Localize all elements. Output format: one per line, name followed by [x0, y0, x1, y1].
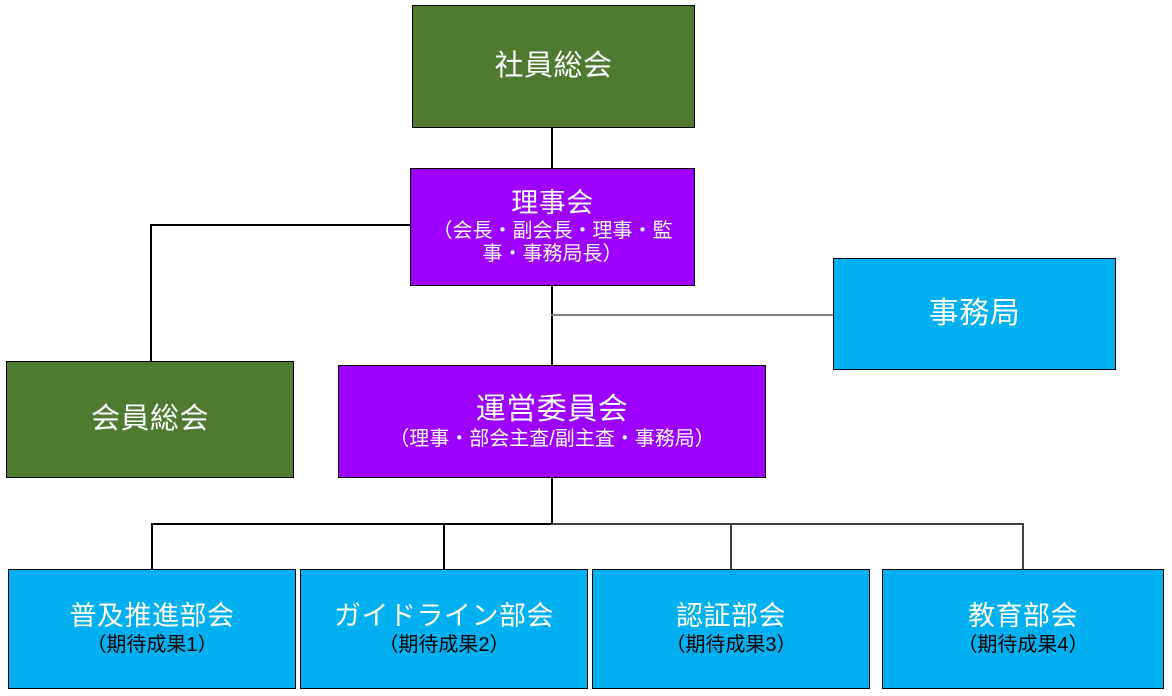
node-subtitle: （期待成果3） [665, 633, 797, 656]
node-kaiin-soukai[interactable]: 会員総会 [6, 361, 294, 478]
connector-bottom-bus-right [551, 523, 1024, 525]
connector-bottom-bus-left [151, 523, 551, 525]
node-shain-soukai[interactable]: 社員総会 [412, 5, 695, 128]
node-subtitle: （会長・副会長・理事・監事・事務局長） [432, 220, 673, 266]
node-subtitle: （期待成果2） [378, 633, 510, 656]
connector-rijikai-to-kaiinsoukai-horizontal [150, 224, 411, 226]
node-jimukyoku[interactable]: 事務局 [833, 258, 1116, 370]
node-title: 社員総会 [494, 50, 613, 83]
node-title: 事務局 [928, 297, 1021, 331]
node-title: ガイドライン部会 [334, 600, 554, 631]
node-title: 会員総会 [90, 403, 209, 436]
connector-drop-kyoiku [1022, 523, 1024, 569]
node-title: 運営委員会 [475, 392, 629, 426]
node-kyoiku-bukai[interactable]: 教育部会 （期待成果4） [882, 569, 1164, 689]
connector-drop-guideline [443, 523, 445, 569]
node-subtitle: （期待成果1） [86, 633, 218, 656]
connector-rijikai-to-kaiinsoukai-vertical [150, 224, 152, 361]
node-rijikai[interactable]: 理事会 （会長・副会長・理事・監事・事務局長） [410, 168, 695, 286]
node-title: 普及推進部会 [69, 600, 235, 631]
node-subtitle: （理事・部会主査/副主査・事務局） [389, 427, 715, 450]
connector-uneiiinkai-to-bus [551, 478, 553, 524]
connector-shainsoukai-to-rijikai [551, 128, 553, 168]
connector-drop-ninsho [730, 523, 732, 569]
node-ninsho-bukai[interactable]: 認証部会 （期待成果3） [592, 569, 870, 689]
connector-rijikai-to-uneiiinkai [551, 286, 553, 365]
connector-drop-fukyu [151, 523, 153, 569]
connector-to-jimukyoku [551, 314, 834, 316]
node-fukyu-bukai[interactable]: 普及推進部会 （期待成果1） [8, 569, 296, 689]
node-guideline-bukai[interactable]: ガイドライン部会 （期待成果2） [300, 569, 588, 689]
node-unei-iinkai[interactable]: 運営委員会 （理事・部会主査/副主査・事務局） [338, 365, 766, 478]
node-subtitle: （期待成果4） [957, 633, 1089, 656]
node-title: 教育部会 [968, 600, 1078, 631]
node-title: 理事会 [511, 187, 594, 218]
node-title: 認証部会 [676, 600, 786, 631]
